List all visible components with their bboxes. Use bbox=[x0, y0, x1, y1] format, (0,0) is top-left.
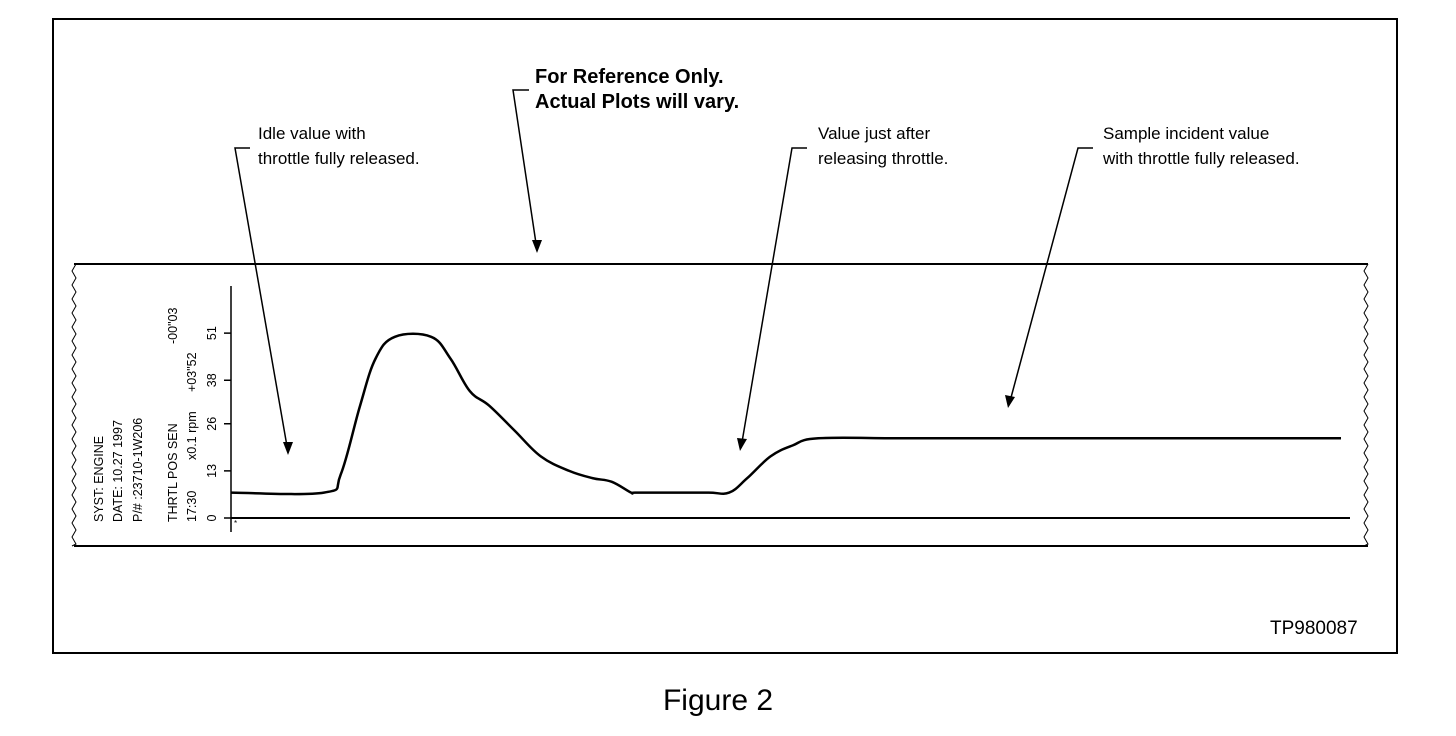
reference-note-line1: For Reference Only. bbox=[535, 66, 724, 88]
callout-incident-pointer bbox=[1008, 147, 1093, 406]
reference-note-line2: Actual Plots will vary. bbox=[535, 91, 739, 113]
callout-after-release-line2: releasing throttle. bbox=[818, 149, 948, 168]
strip-header-column2: DATE: 10.27 1997 bbox=[111, 420, 125, 522]
callout-incident-arrowhead bbox=[1005, 395, 1015, 408]
callout-incident-line2: with throttle fully released. bbox=[1102, 149, 1300, 168]
callout-after-release-line1: Value just after bbox=[818, 124, 930, 143]
strip-offset-bottom: +03"52 bbox=[185, 352, 199, 392]
strip-system-label: SYST: ENGINE bbox=[92, 436, 106, 522]
strip-header-column1: SYST: ENGINE bbox=[92, 436, 106, 522]
strip-sensor-label: THRTL POS SEN bbox=[166, 423, 180, 522]
figure-frame bbox=[52, 18, 1398, 654]
strip-header-column4: THRTL POS SEN -00"03 bbox=[166, 308, 180, 522]
figure-caption: Figure 2 bbox=[662, 684, 774, 717]
axis-marker: * bbox=[234, 519, 237, 528]
strip-units-label: x0.1 rpm bbox=[185, 411, 199, 460]
y-tick-label: 51 bbox=[205, 326, 219, 340]
callout-idle-line2: throttle fully released. bbox=[258, 149, 420, 168]
y-tick-label: 26 bbox=[205, 417, 219, 431]
y-tick-label: 13 bbox=[205, 464, 219, 478]
series-layer bbox=[230, 332, 1341, 496]
reference-note-pointer bbox=[512, 89, 538, 251]
strip-left-torn-edge bbox=[71, 263, 77, 547]
y-ticks: 0 13 26 38 51 bbox=[205, 326, 231, 521]
reference-code: TP980087 bbox=[1270, 618, 1358, 639]
series-line-thrtl-pos-sen bbox=[230, 332, 1341, 496]
callout-idle-pointer bbox=[234, 147, 289, 453]
strip-time-label: 17:30 bbox=[185, 491, 199, 522]
strip-date-label: DATE: 10.27 1997 bbox=[111, 420, 125, 522]
callout-idle-line1: Idle value with bbox=[258, 124, 366, 143]
callout-after-release-pointer bbox=[740, 147, 807, 449]
callout-incident-line1: Sample incident value bbox=[1103, 124, 1269, 143]
strip-right-torn-edge bbox=[1363, 263, 1369, 547]
strip-part-label: P/# :23710-1W206 bbox=[131, 418, 145, 522]
strip-header-column3: P/# :23710-1W206 bbox=[131, 418, 145, 522]
y-tick-label: 0 bbox=[205, 514, 219, 521]
y-tick-label: 38 bbox=[205, 373, 219, 387]
strip-header-column5: 17:30 x0.1 rpm +03"52 bbox=[185, 352, 199, 522]
reference-note-arrowhead bbox=[532, 240, 542, 253]
callout-after-release-arrowhead bbox=[737, 438, 747, 451]
callout-idle-arrowhead bbox=[283, 442, 293, 455]
strip-offset-top: -00"03 bbox=[166, 308, 180, 344]
